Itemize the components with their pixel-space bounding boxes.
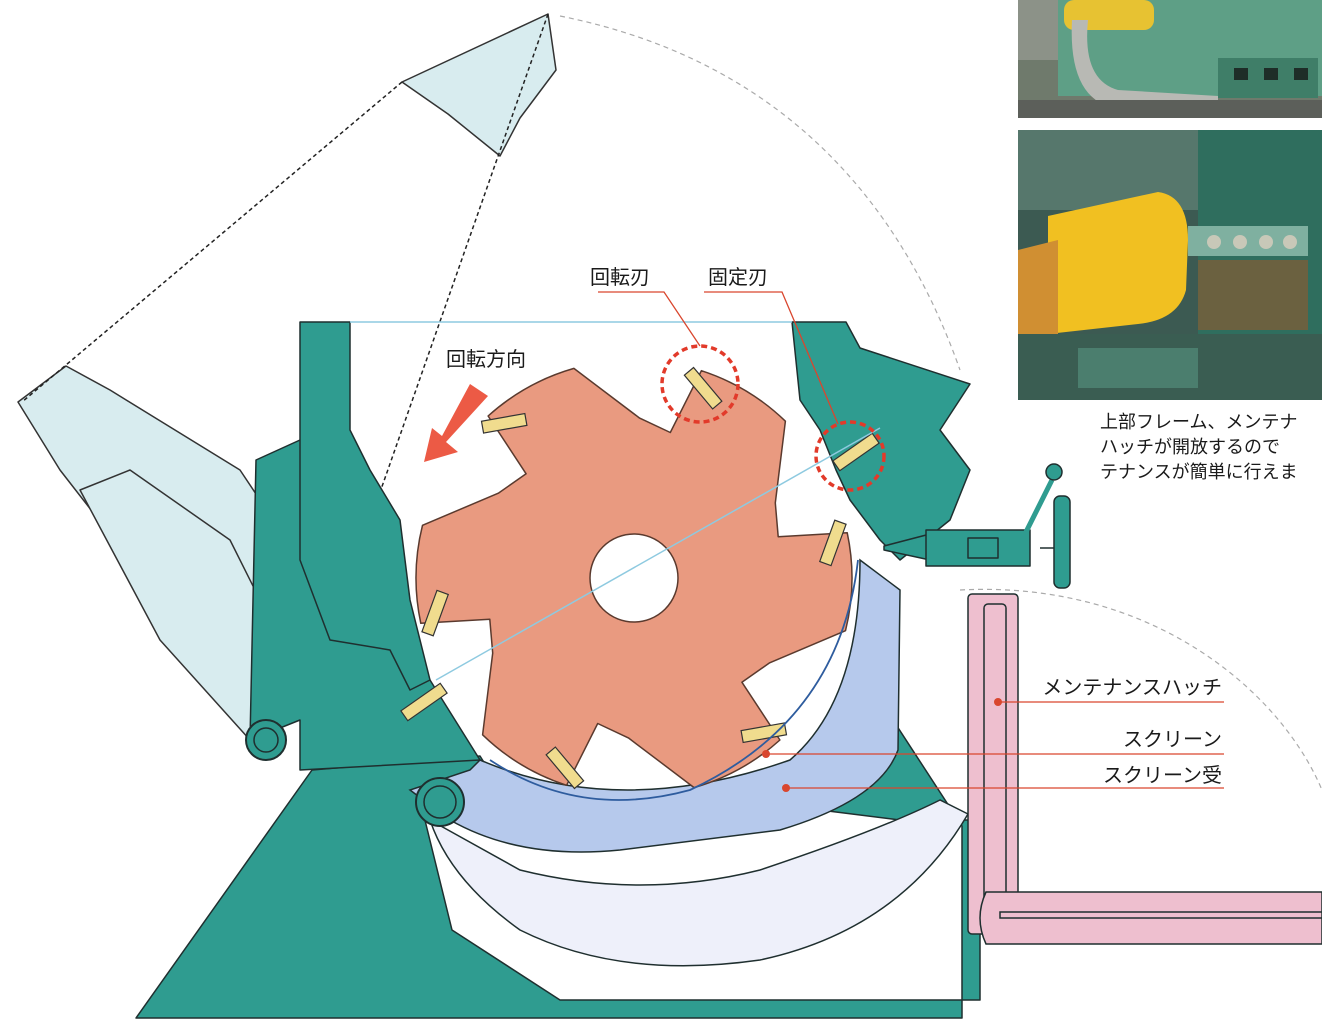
rotor-guide-line — [435, 427, 881, 681]
fixed-blade-highlight — [814, 420, 886, 492]
screen-holder-leader-dot — [782, 784, 790, 792]
rotor-shaft-hole — [589, 533, 679, 623]
caption-line: ハッチが開放するので — [1100, 437, 1280, 458]
rotating-blade — [683, 366, 723, 410]
rotating-blade — [545, 746, 585, 790]
fixed-blade — [832, 432, 880, 472]
frame-swing-arc — [559, 15, 961, 371]
caption-line: テナンスが簡単に行えま — [1100, 462, 1298, 483]
frame-hinge-pin-inner — [253, 727, 279, 753]
screen-holder-label: スクリーン受 — [1103, 763, 1222, 787]
rotation-direction-label: 回転方向 — [446, 347, 526, 371]
rotating-blade — [818, 519, 847, 567]
rotating-blade-leader — [598, 291, 701, 347]
rotating-blade — [480, 412, 528, 434]
hatch-swing-arc — [959, 588, 1322, 791]
machine-with-duct-photo — [1018, 0, 1322, 118]
upper-frame-left — [299, 321, 431, 691]
hatch-leader-dot — [994, 698, 1002, 706]
screen-leader-dot — [762, 750, 770, 758]
rotating-blade — [740, 722, 788, 744]
lower-discharge-pan — [428, 799, 970, 967]
screen-holder-shape — [408, 558, 901, 853]
fixed-blade-label: 固定刃 — [708, 265, 768, 289]
blades-group — [400, 366, 880, 790]
maintenance-hatch — [967, 593, 1322, 945]
photo-caption: 上部フレーム、メンテナ ハッチが開放するので テナンスが簡単に行えま — [1100, 410, 1322, 485]
rotating-blade — [421, 589, 450, 637]
fixed-blade-leader — [704, 291, 839, 425]
rotation-arrow — [424, 384, 488, 462]
maintenance-hatch-label: メンテナンスハッチ — [1042, 675, 1222, 699]
ghost-guide-line-2 — [21, 81, 403, 403]
screen-arc — [489, 559, 859, 801]
machine-with-yellow-cover-photo — [1018, 130, 1322, 400]
fixed-blade — [400, 682, 448, 722]
rotating-blade-highlight — [660, 344, 740, 424]
caption-line: 上部フレーム、メンテナ — [1100, 412, 1298, 433]
screen-label: スクリーン — [1123, 727, 1222, 751]
rotating-blade-label: 回転刃 — [590, 265, 650, 289]
fixed-blade-adjuster — [883, 463, 1071, 589]
screen-hinge-pin-inner — [423, 785, 457, 819]
